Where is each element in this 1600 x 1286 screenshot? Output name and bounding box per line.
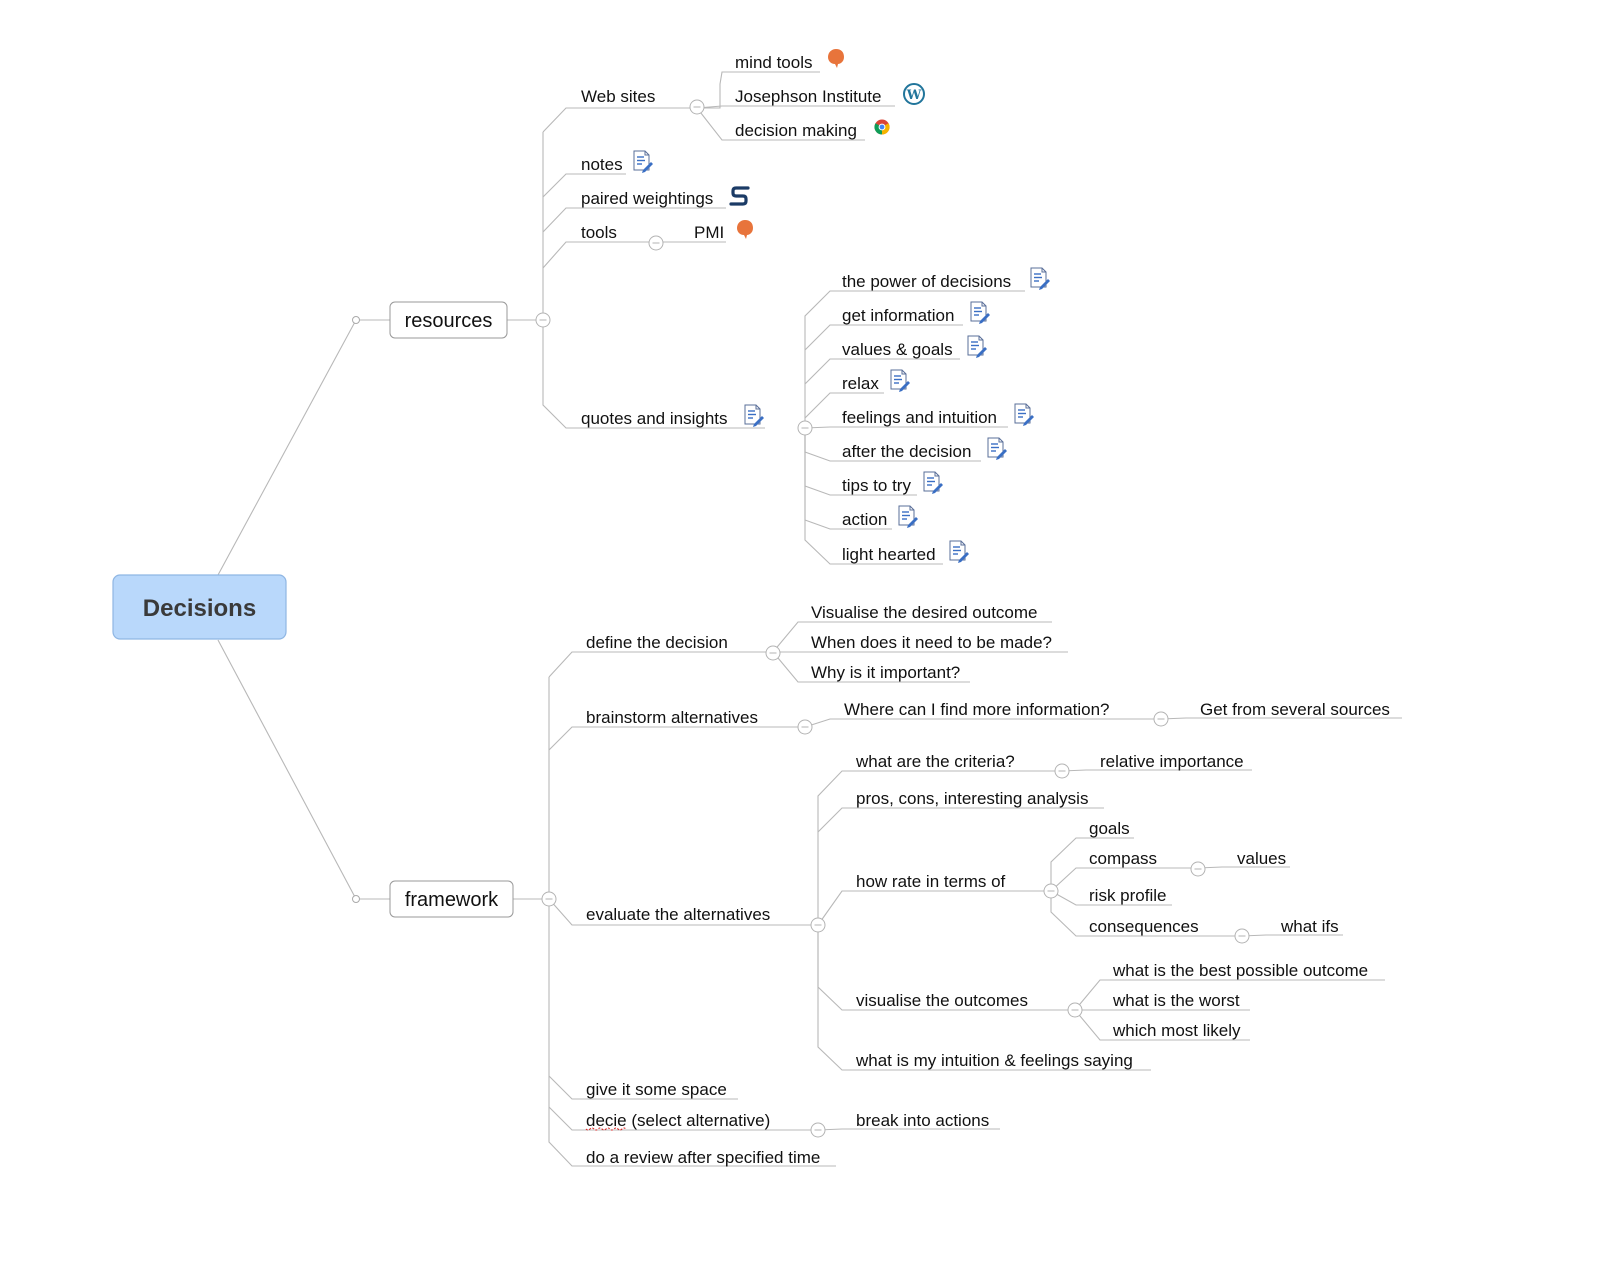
- branch-framework[interactable]: framework: [389, 880, 514, 918]
- collapse-toggle[interactable]: [1234, 928, 1250, 944]
- topic-josephson-institute[interactable]: Josephson Institute: [735, 87, 881, 106]
- collapse-toggle[interactable]: [1067, 1002, 1083, 1018]
- topic-quotes-and-insights[interactable]: quotes and insights: [581, 409, 728, 428]
- topic-quote-item[interactable]: after the decision: [842, 442, 971, 461]
- topic-paired-weightings[interactable]: paired weightings: [581, 189, 713, 208]
- collapse-toggle[interactable]: [648, 235, 664, 251]
- topic-quote-item[interactable]: tips to try: [842, 476, 911, 495]
- topic-decision-making[interactable]: decision making: [735, 121, 857, 140]
- topic-how-rate[interactable]: how rate in terms of: [856, 872, 1006, 891]
- topic-consequences[interactable]: consequences: [1089, 917, 1199, 936]
- topic-intuition[interactable]: what is my intuition & feelings saying: [855, 1051, 1133, 1070]
- sheets-s-icon: [729, 186, 750, 206]
- topic-risk-profile[interactable]: risk profile: [1089, 886, 1166, 905]
- topic-review[interactable]: do a review after specified time: [586, 1148, 820, 1167]
- topic-pmi[interactable]: PMI: [694, 223, 724, 242]
- collapse-toggle[interactable]: [1190, 861, 1206, 877]
- note-icon: [967, 335, 988, 359]
- topic-decide[interactable]: decie (select alternative): [586, 1111, 770, 1130]
- branch-framework-label: framework: [405, 889, 499, 911]
- collapse-toggle[interactable]: [810, 1122, 826, 1138]
- collapse-toggle[interactable]: [535, 312, 551, 328]
- topic-define-the-decision[interactable]: define the decision: [586, 633, 728, 652]
- topic-pros-cons[interactable]: pros, cons, interesting analysis: [856, 789, 1088, 808]
- topic-visualise-outcomes[interactable]: visualise the outcomes: [856, 991, 1028, 1010]
- topic-quote-item[interactable]: light hearted: [842, 545, 936, 564]
- topic-quote-item[interactable]: get information: [842, 306, 954, 325]
- collapse-toggle[interactable]: [797, 719, 813, 735]
- branch-resources-label: resources: [405, 310, 493, 332]
- collapse-toggles: [535, 99, 1250, 1138]
- topic-evaluate-the-alternatives[interactable]: evaluate the alternatives: [586, 905, 770, 924]
- root-connector-dot: [352, 316, 360, 324]
- topic-relative-importance[interactable]: relative importance: [1100, 752, 1244, 771]
- topic-define-item[interactable]: Visualise the desired outcome: [811, 603, 1038, 622]
- pmi-marker-icon: [737, 220, 753, 239]
- collapse-toggle[interactable]: [1054, 763, 1070, 779]
- collapse-toggle[interactable]: [765, 645, 781, 661]
- note-icon: [890, 369, 911, 393]
- topic-criteria[interactable]: what are the criteria?: [855, 752, 1015, 771]
- topic-quote-item[interactable]: the power of decisions: [842, 272, 1011, 291]
- topic-notes[interactable]: notes: [581, 155, 623, 174]
- topic-several-sources[interactable]: Get from several sources: [1200, 700, 1390, 719]
- collapse-toggle[interactable]: [689, 99, 705, 115]
- note-icon: [923, 471, 944, 495]
- collapse-toggle[interactable]: [797, 420, 813, 436]
- note-icon: [898, 505, 919, 529]
- note-icon: [949, 540, 970, 564]
- topic-tools[interactable]: tools: [581, 223, 617, 242]
- spellcheck-underline: [585, 1127, 627, 1131]
- collapse-toggle[interactable]: [810, 917, 826, 933]
- note-icon: [987, 437, 1008, 461]
- topic-define-item[interactable]: Why is it important?: [811, 663, 960, 682]
- topic-what-ifs[interactable]: what ifs: [1280, 917, 1339, 936]
- topic-outcome-item[interactable]: which most likely: [1112, 1021, 1241, 1040]
- collapse-toggle[interactable]: [1043, 883, 1059, 899]
- branch-resources[interactable]: resources: [389, 301, 508, 339]
- topic-quote-item[interactable]: feelings and intuition: [842, 408, 997, 427]
- note-icon: [1030, 267, 1051, 291]
- topic-web-sites[interactable]: Web sites: [581, 87, 655, 106]
- root-connector-dot: [352, 895, 360, 903]
- topic-give-it-some-space[interactable]: give it some space: [586, 1080, 727, 1099]
- wordpress-icon: W: [903, 83, 925, 105]
- topic-values[interactable]: values: [1237, 849, 1286, 868]
- root-node[interactable]: Decisions: [112, 574, 287, 640]
- topic-compass[interactable]: compass: [1089, 849, 1157, 868]
- topic-brainstorm-alternatives[interactable]: brainstorm alternatives: [586, 708, 758, 727]
- svg-text:W: W: [906, 88, 922, 103]
- note-icon: [744, 404, 765, 428]
- topic-outcome-item[interactable]: what is the worst: [1112, 991, 1240, 1010]
- topic-find-more-information[interactable]: Where can I find more information?: [844, 700, 1110, 719]
- connectors: [217, 71, 1402, 1167]
- topic-quote-item[interactable]: relax: [842, 374, 879, 393]
- collapse-toggle[interactable]: [541, 891, 557, 907]
- mind-tools-marker-icon: [828, 49, 844, 68]
- topic-quote-item[interactable]: action: [842, 510, 887, 529]
- note-icon: [633, 150, 654, 174]
- collapse-toggle[interactable]: [1153, 711, 1169, 727]
- topic-outcome-item[interactable]: what is the best possible outcome: [1112, 961, 1368, 980]
- topic-break-into-actions[interactable]: break into actions: [856, 1111, 989, 1130]
- topic-define-item[interactable]: When does it need to be made?: [811, 633, 1052, 652]
- topic-goals[interactable]: goals: [1089, 819, 1130, 838]
- note-icon: [1014, 403, 1035, 427]
- topic-quote-item[interactable]: values & goals: [842, 340, 953, 359]
- topic-mind-tools[interactable]: mind tools: [735, 53, 812, 72]
- chrome-icon: [874, 119, 890, 135]
- note-icon: [970, 301, 991, 325]
- root-label: Decisions: [143, 595, 256, 622]
